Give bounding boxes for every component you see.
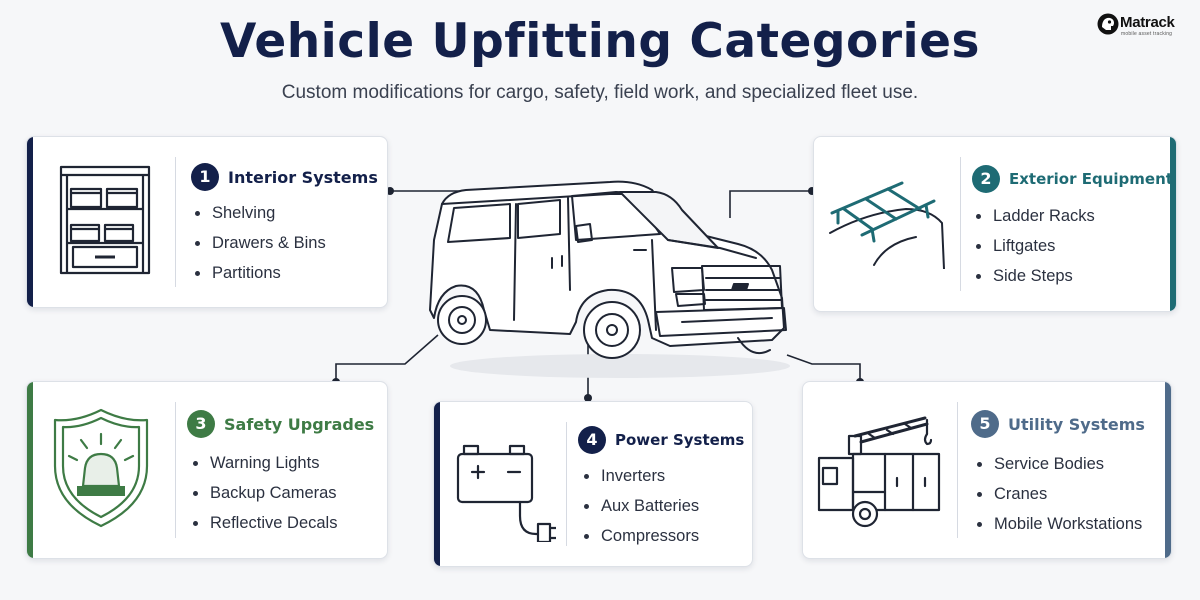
- category-header: 5 Utility Systems: [971, 410, 1145, 438]
- list-item: Ladder Racks: [974, 201, 1095, 231]
- list-item: Warning Lights: [191, 448, 337, 478]
- cargo-van-illustration: [429, 180, 790, 378]
- category-title: Utility Systems: [1008, 414, 1145, 434]
- list-item: Mobile Workstations: [975, 509, 1142, 539]
- list-item: Drawers & Bins: [193, 228, 326, 258]
- category-items: Inverters Aux Batteries Compressors: [582, 461, 699, 551]
- battery-plug-icon: [456, 444, 556, 542]
- category-items: Shelving Drawers & Bins Partitions: [193, 198, 326, 288]
- crane-truck-icon: [817, 416, 941, 528]
- category-items: Service Bodies Cranes Mobile Workstation…: [975, 449, 1142, 539]
- category-header: 2 Exterior Equipment: [972, 165, 1173, 193]
- card-accent-bar: [1165, 382, 1171, 558]
- category-items: Ladder Racks Liftgates Side Steps: [974, 201, 1095, 291]
- category-number-badge: 2: [972, 165, 1000, 193]
- category-card-utility-systems: 5 Utility Systems Service Bodies Cranes M…: [802, 381, 1172, 559]
- list-item: Aux Batteries: [582, 491, 699, 521]
- list-item: Service Bodies: [975, 449, 1142, 479]
- list-item: Cranes: [975, 479, 1142, 509]
- shelving-icon: [59, 165, 151, 275]
- category-header: 1 Interior Systems: [191, 163, 378, 191]
- logo-text: Matrack: [1120, 14, 1175, 31]
- ladder-rack-icon: [829, 181, 945, 269]
- logo-head-icon: [1097, 13, 1119, 35]
- card-divider: [175, 157, 176, 287]
- card-divider: [175, 402, 176, 538]
- category-card-power-systems: 4 Power Systems Inverters Aux Batteries C…: [433, 401, 753, 567]
- category-card-interior-systems: 1 Interior Systems Shelving Drawers & Bin…: [26, 136, 388, 308]
- card-divider: [960, 157, 961, 291]
- list-item: Compressors: [582, 521, 699, 551]
- list-item: Backup Cameras: [191, 478, 337, 508]
- warning-light-shield-icon: [53, 408, 149, 528]
- card-accent-bar: [434, 402, 440, 566]
- category-number-badge: 3: [187, 410, 215, 438]
- logo-tagline: mobile asset tracking: [1121, 31, 1173, 37]
- card-accent-bar: [27, 137, 33, 307]
- list-item: Reflective Decals: [191, 508, 337, 538]
- page-title: Vehicle Upfitting Categories: [220, 14, 980, 69]
- list-item: Shelving: [193, 198, 326, 228]
- category-card-exterior-equipment: 2 Exterior Equipment Ladder Racks Liftgat…: [813, 136, 1177, 312]
- card-divider: [957, 402, 958, 538]
- category-title: Exterior Equipment: [1009, 170, 1173, 188]
- page-subtitle: Custom modifications for cargo, safety, …: [281, 82, 919, 103]
- card-divider: [566, 422, 567, 546]
- category-number-badge: 4: [578, 426, 606, 454]
- category-title: Power Systems: [615, 431, 745, 449]
- card-accent-bar: [27, 382, 33, 558]
- category-number-badge: 5: [971, 410, 999, 438]
- category-title: Interior Systems: [228, 167, 378, 187]
- list-item: Side Steps: [974, 261, 1095, 291]
- category-card-safety-upgrades: 3 Safety Upgrades Warning Lights Backup C…: [26, 381, 388, 559]
- category-header: 3 Safety Upgrades: [187, 410, 374, 438]
- category-title: Safety Upgrades: [224, 414, 375, 434]
- category-items: Warning Lights Backup Cameras Reflective…: [191, 448, 337, 538]
- category-number-badge: 1: [191, 163, 219, 191]
- card-accent-bar: [1170, 137, 1176, 311]
- category-header: 4 Power Systems: [578, 426, 744, 454]
- list-item: Inverters: [582, 461, 699, 491]
- brand-logo: Matrack mobile asset tracking: [1096, 12, 1192, 40]
- list-item: Partitions: [193, 258, 326, 288]
- list-item: Liftgates: [974, 231, 1095, 261]
